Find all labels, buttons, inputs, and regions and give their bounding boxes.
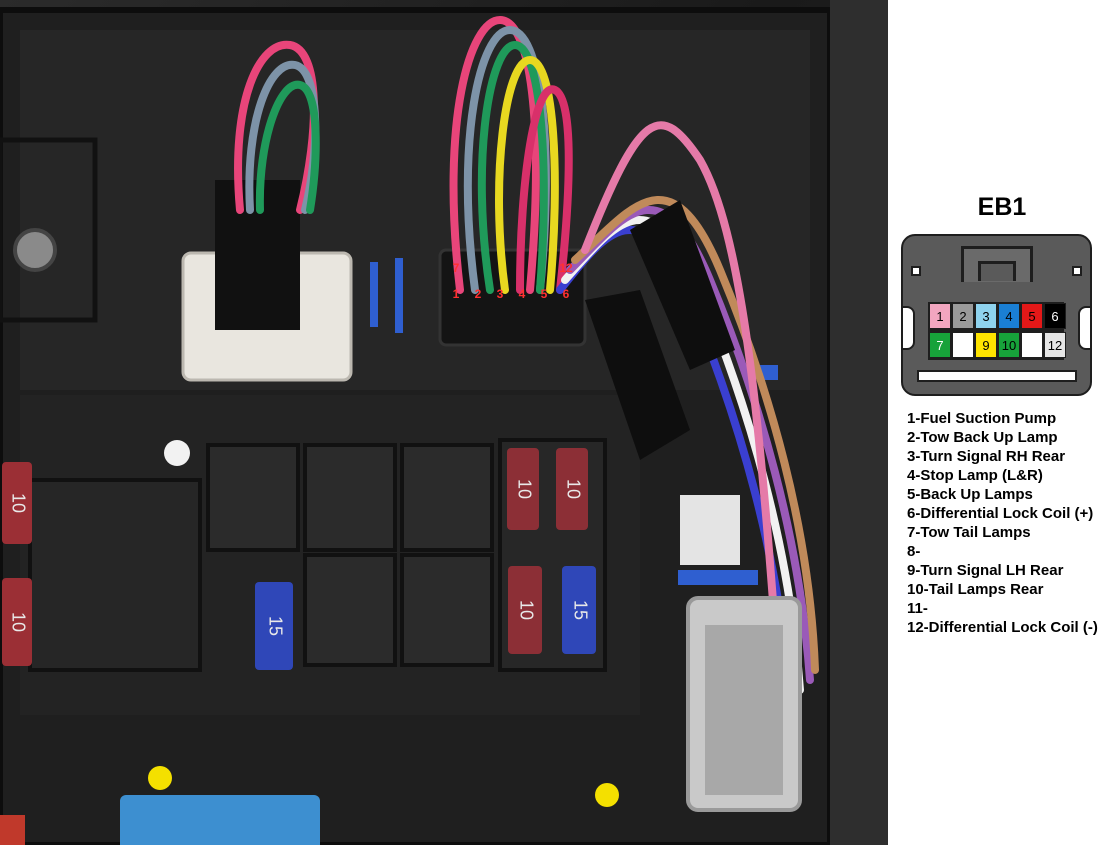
blue-mark bbox=[678, 570, 758, 585]
connector-latch bbox=[961, 246, 1033, 282]
connector-pin bbox=[1021, 332, 1043, 358]
blue-mark bbox=[395, 258, 403, 333]
pin-description: 6-Differential Lock Coil (+) bbox=[907, 505, 1094, 522]
pin-description: 10-Tail Lamps Rear bbox=[907, 581, 1044, 598]
wire bbox=[255, 80, 320, 214]
pin-description: 8- bbox=[907, 543, 921, 560]
fuse-rating-label: 10 bbox=[563, 479, 583, 499]
pin-description: 7-Tow Tail Lamps bbox=[907, 524, 1031, 541]
wire bbox=[516, 85, 573, 294]
blue-mark bbox=[760, 365, 778, 380]
fuse bbox=[2, 462, 32, 544]
connector-rail bbox=[917, 370, 1077, 382]
connector-pin: 3 bbox=[975, 303, 997, 329]
photo-pin-label: 7 bbox=[453, 261, 460, 275]
fuse-group: 10 10 10 10 15 15 10 bbox=[2, 448, 596, 670]
pin-description: 12-Differential Lock Coil (-) bbox=[907, 619, 1098, 636]
photo-pin-label: 4 bbox=[519, 287, 526, 301]
wire bbox=[449, 15, 540, 294]
connector-pin: 6 bbox=[1044, 303, 1066, 329]
wire bbox=[571, 196, 819, 674]
fuse-rating-label: 10 bbox=[514, 479, 534, 499]
fuse-rating-label: 10 bbox=[516, 600, 536, 620]
connector-pin: 2 bbox=[952, 303, 974, 329]
wire bbox=[477, 40, 548, 294]
blue-relay bbox=[120, 795, 320, 845]
fuse bbox=[2, 578, 32, 666]
connector-pin bbox=[952, 332, 974, 358]
pin-description: 2-Tow Back Up Lamp bbox=[907, 429, 1058, 446]
photo-pin-label: 5 bbox=[541, 287, 548, 301]
pin-description: 9-Turn Signal LH Rear bbox=[907, 562, 1064, 579]
relay-socket bbox=[400, 443, 494, 552]
photo-pin-label: 2 bbox=[475, 287, 482, 301]
wire bbox=[495, 55, 559, 294]
photo-pin-label: 1 bbox=[453, 287, 460, 301]
black-tape-sleeve bbox=[630, 200, 735, 370]
connector-title: EB1 bbox=[977, 193, 1027, 221]
photo-pin-label: 6 bbox=[563, 287, 570, 301]
connector-pin: 4 bbox=[998, 303, 1020, 329]
photo-pin-label: 3 bbox=[497, 287, 504, 301]
relay-socket bbox=[206, 443, 300, 552]
fuse bbox=[255, 582, 293, 670]
fuse-rating-label: 10 bbox=[8, 493, 28, 513]
wire-harness bbox=[234, 15, 819, 704]
connector-latch-inner bbox=[978, 261, 1016, 281]
bolt-terminal bbox=[13, 228, 57, 272]
connector-pin: 1 bbox=[929, 303, 951, 329]
connector-tab bbox=[1072, 266, 1082, 276]
connector-tab bbox=[911, 266, 921, 276]
fuse bbox=[507, 448, 539, 530]
white-connector-right bbox=[680, 495, 740, 565]
pin-description-list: 1-Fuel Suction Pump 2-Tow Back Up Lamp 3-T… bbox=[907, 409, 1098, 637]
red-fuse-corner bbox=[0, 815, 25, 845]
blue-mark bbox=[370, 262, 378, 327]
relay-socket bbox=[303, 553, 397, 667]
black-tape-sleeve bbox=[585, 290, 690, 460]
pin-description: 1-Fuel Suction Pump bbox=[907, 410, 1057, 427]
yellow-dot bbox=[595, 783, 619, 807]
grey-connector-pins bbox=[705, 625, 783, 795]
pin-description: 11- bbox=[907, 600, 928, 617]
wire bbox=[581, 121, 784, 704]
relay-socket bbox=[303, 443, 397, 552]
connector-pin: 10 bbox=[998, 332, 1020, 358]
connector-notch bbox=[901, 306, 915, 350]
connector-pin: 12 bbox=[1044, 332, 1066, 358]
fuse-rating-label: 15 bbox=[570, 600, 590, 620]
fuse-rating-label: 10 bbox=[8, 612, 28, 632]
pin-description: 5-Back Up Lamps bbox=[907, 486, 1033, 503]
connector-pin: 9 bbox=[975, 332, 997, 358]
housing-edge bbox=[830, 0, 888, 845]
terminal-cavity bbox=[0, 137, 98, 323]
fuse bbox=[508, 566, 542, 654]
pin-description: 4-Stop Lamp (L&R) bbox=[907, 467, 1043, 484]
fuse bbox=[556, 448, 588, 530]
white-dot bbox=[164, 440, 190, 466]
fuse-rating-label: 15 bbox=[265, 616, 285, 636]
yellow-dot bbox=[148, 766, 172, 790]
connector-notch bbox=[1078, 306, 1092, 350]
connector-pin: 5 bbox=[1021, 303, 1043, 329]
connector-pin: 7 bbox=[929, 332, 951, 358]
photo-pin-label: 12 bbox=[559, 261, 573, 275]
pin-description: 3-Turn Signal RH Rear bbox=[907, 448, 1066, 465]
relay-socket bbox=[400, 553, 494, 667]
relay-socket-large bbox=[28, 478, 202, 672]
fuse bbox=[562, 566, 596, 654]
